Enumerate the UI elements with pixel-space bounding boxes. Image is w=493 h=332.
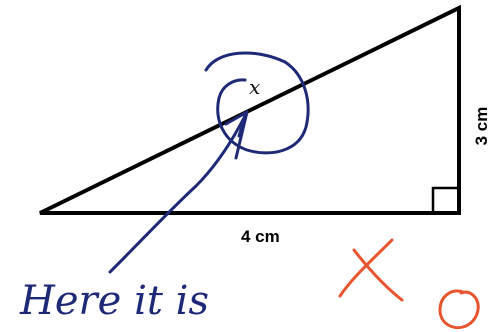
red-o-mark bbox=[438, 289, 480, 330]
handwritten-text: Here it is bbox=[19, 278, 209, 324]
height-length-label: 3 cm bbox=[472, 107, 491, 146]
base-length-label: 4 cm bbox=[241, 227, 280, 246]
hand-drawn-circle bbox=[204, 51, 310, 155]
unknown-x-label: x bbox=[249, 75, 260, 99]
right-angle-marker bbox=[431, 186, 459, 213]
arrow-head bbox=[224, 110, 249, 160]
right-triangle bbox=[39, 4, 461, 215]
red-x-mark bbox=[338, 238, 404, 302]
hand-drawn-arrow bbox=[108, 110, 249, 274]
